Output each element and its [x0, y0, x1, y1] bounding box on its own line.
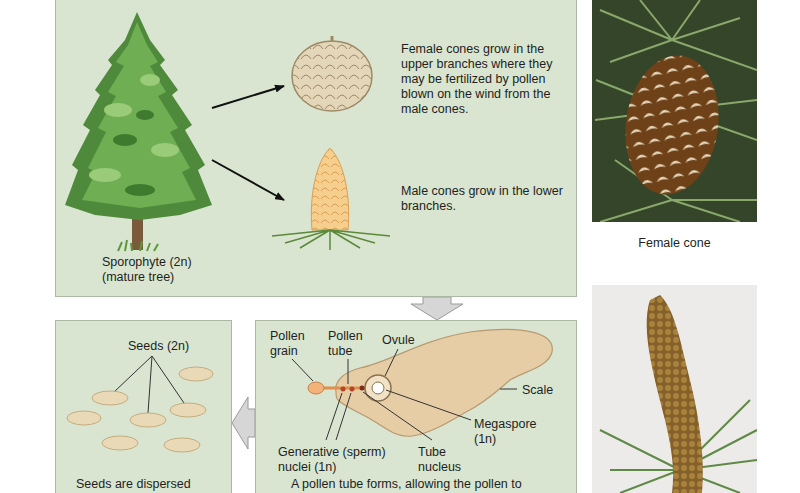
- leader-lines-part: [292, 359, 313, 381]
- panel-grounds: [55, 0, 577, 493]
- ovule-scale-drawing-part: [365, 375, 391, 401]
- pine-tree-part: [136, 110, 154, 120]
- ovule-scale-drawing-part: [341, 387, 346, 392]
- pine-tree-part: [118, 240, 158, 251]
- male-cone-drawing-part: [272, 230, 390, 250]
- node-text: Seeds are dispersed: [76, 477, 226, 492]
- pine-tree-part: [125, 184, 155, 196]
- pine-tree-part: [140, 74, 160, 86]
- seed-panel: Seeds (2n) Seeds are dispersed: [55, 320, 232, 493]
- panel-grounds-part: [55, 320, 232, 493]
- pine-tree-part: [82, 22, 196, 208]
- leader-lines-part: [336, 393, 351, 440]
- leader-lines-part: [326, 393, 342, 440]
- seeds-part: [164, 438, 200, 452]
- female-cone-photo-part: [595, 0, 757, 222]
- seeds-part: [170, 403, 206, 417]
- pointer-arrows-part: [212, 160, 284, 200]
- leader-lines-part: [152, 356, 184, 403]
- leader-lines-part: [386, 390, 471, 420]
- female-cone-photo-part: [592, 0, 757, 222]
- node-text: Pollen tube: [328, 329, 372, 359]
- seeds-part: [130, 413, 166, 427]
- seeds: [67, 367, 213, 452]
- leader-lines: [114, 349, 517, 440]
- node-text: A pollen tube forms, allowing the pollen…: [291, 477, 573, 492]
- photo-caption: Female cone: [592, 236, 757, 251]
- pine-tree-part: [151, 143, 179, 157]
- female-cone-drawing: [292, 36, 372, 111]
- pine-tree-part: [113, 134, 137, 146]
- seeds-part: [67, 411, 101, 425]
- male-cone-photo: [592, 285, 757, 493]
- female-cone-photo: [592, 0, 757, 222]
- male-cone-drawing-part: [311, 148, 348, 230]
- pine-tree-part: [65, 12, 212, 220]
- panel-grounds-part: [55, 0, 577, 297]
- leader-lines-part: [363, 392, 432, 440]
- leader-lines-part: [500, 389, 517, 390]
- leader-lines-part: [385, 349, 398, 376]
- ovule-scale-drawing-part: [360, 386, 365, 391]
- node-text: Female cones grow in the upper branches …: [401, 42, 573, 117]
- female-cone-drawing-part: [292, 41, 372, 111]
- pointer-arrows: [212, 86, 284, 200]
- node-text: Tube nucleus: [418, 445, 472, 475]
- pine-tree: [65, 12, 212, 251]
- ovule-scale-drawing-part: [350, 387, 355, 392]
- flow-arrow: [232, 397, 255, 449]
- male-cone-photo-part: [647, 295, 703, 493]
- seeds-part: [102, 436, 138, 450]
- node-text: Male cones grow in the lower branches.: [401, 184, 566, 214]
- node-text: Seeds (2n): [128, 339, 218, 354]
- node-text: Megaspore (1n): [474, 417, 544, 447]
- leader-lines-part: [348, 359, 349, 384]
- leader-lines-part: [114, 356, 152, 392]
- ovule-scale-drawing-part: [308, 382, 324, 394]
- male-cone-photo-part: [592, 285, 757, 493]
- ovule-scale-drawing-part: [372, 382, 384, 394]
- leader-lines-part: [148, 356, 152, 413]
- seeds-part: [179, 367, 213, 381]
- pine-tree-part: [104, 103, 132, 117]
- node-text: Sporophyte (2n) (mature tree): [102, 255, 202, 285]
- pine-tree-part: [89, 168, 121, 182]
- panel-grounds-part: [255, 320, 577, 493]
- pointer-arrows-part: [212, 86, 284, 108]
- node-text: Scale: [522, 383, 566, 398]
- seeds-part: [92, 391, 128, 405]
- node-text: Generative (sperm) nuclei (1n): [278, 445, 390, 475]
- pollination-panel: Pollen grain Pollen tube OvuleScaleMegaspo…: [255, 320, 577, 493]
- male-cone-drawing: [272, 148, 390, 250]
- node-text: Ovule: [382, 333, 432, 348]
- top-panel: Female cones grow in the upper branches …: [55, 0, 577, 297]
- flow-arrow: [411, 297, 463, 320]
- node-text: Pollen grain: [270, 329, 316, 359]
- female-cone-photo-part: [617, 49, 728, 200]
